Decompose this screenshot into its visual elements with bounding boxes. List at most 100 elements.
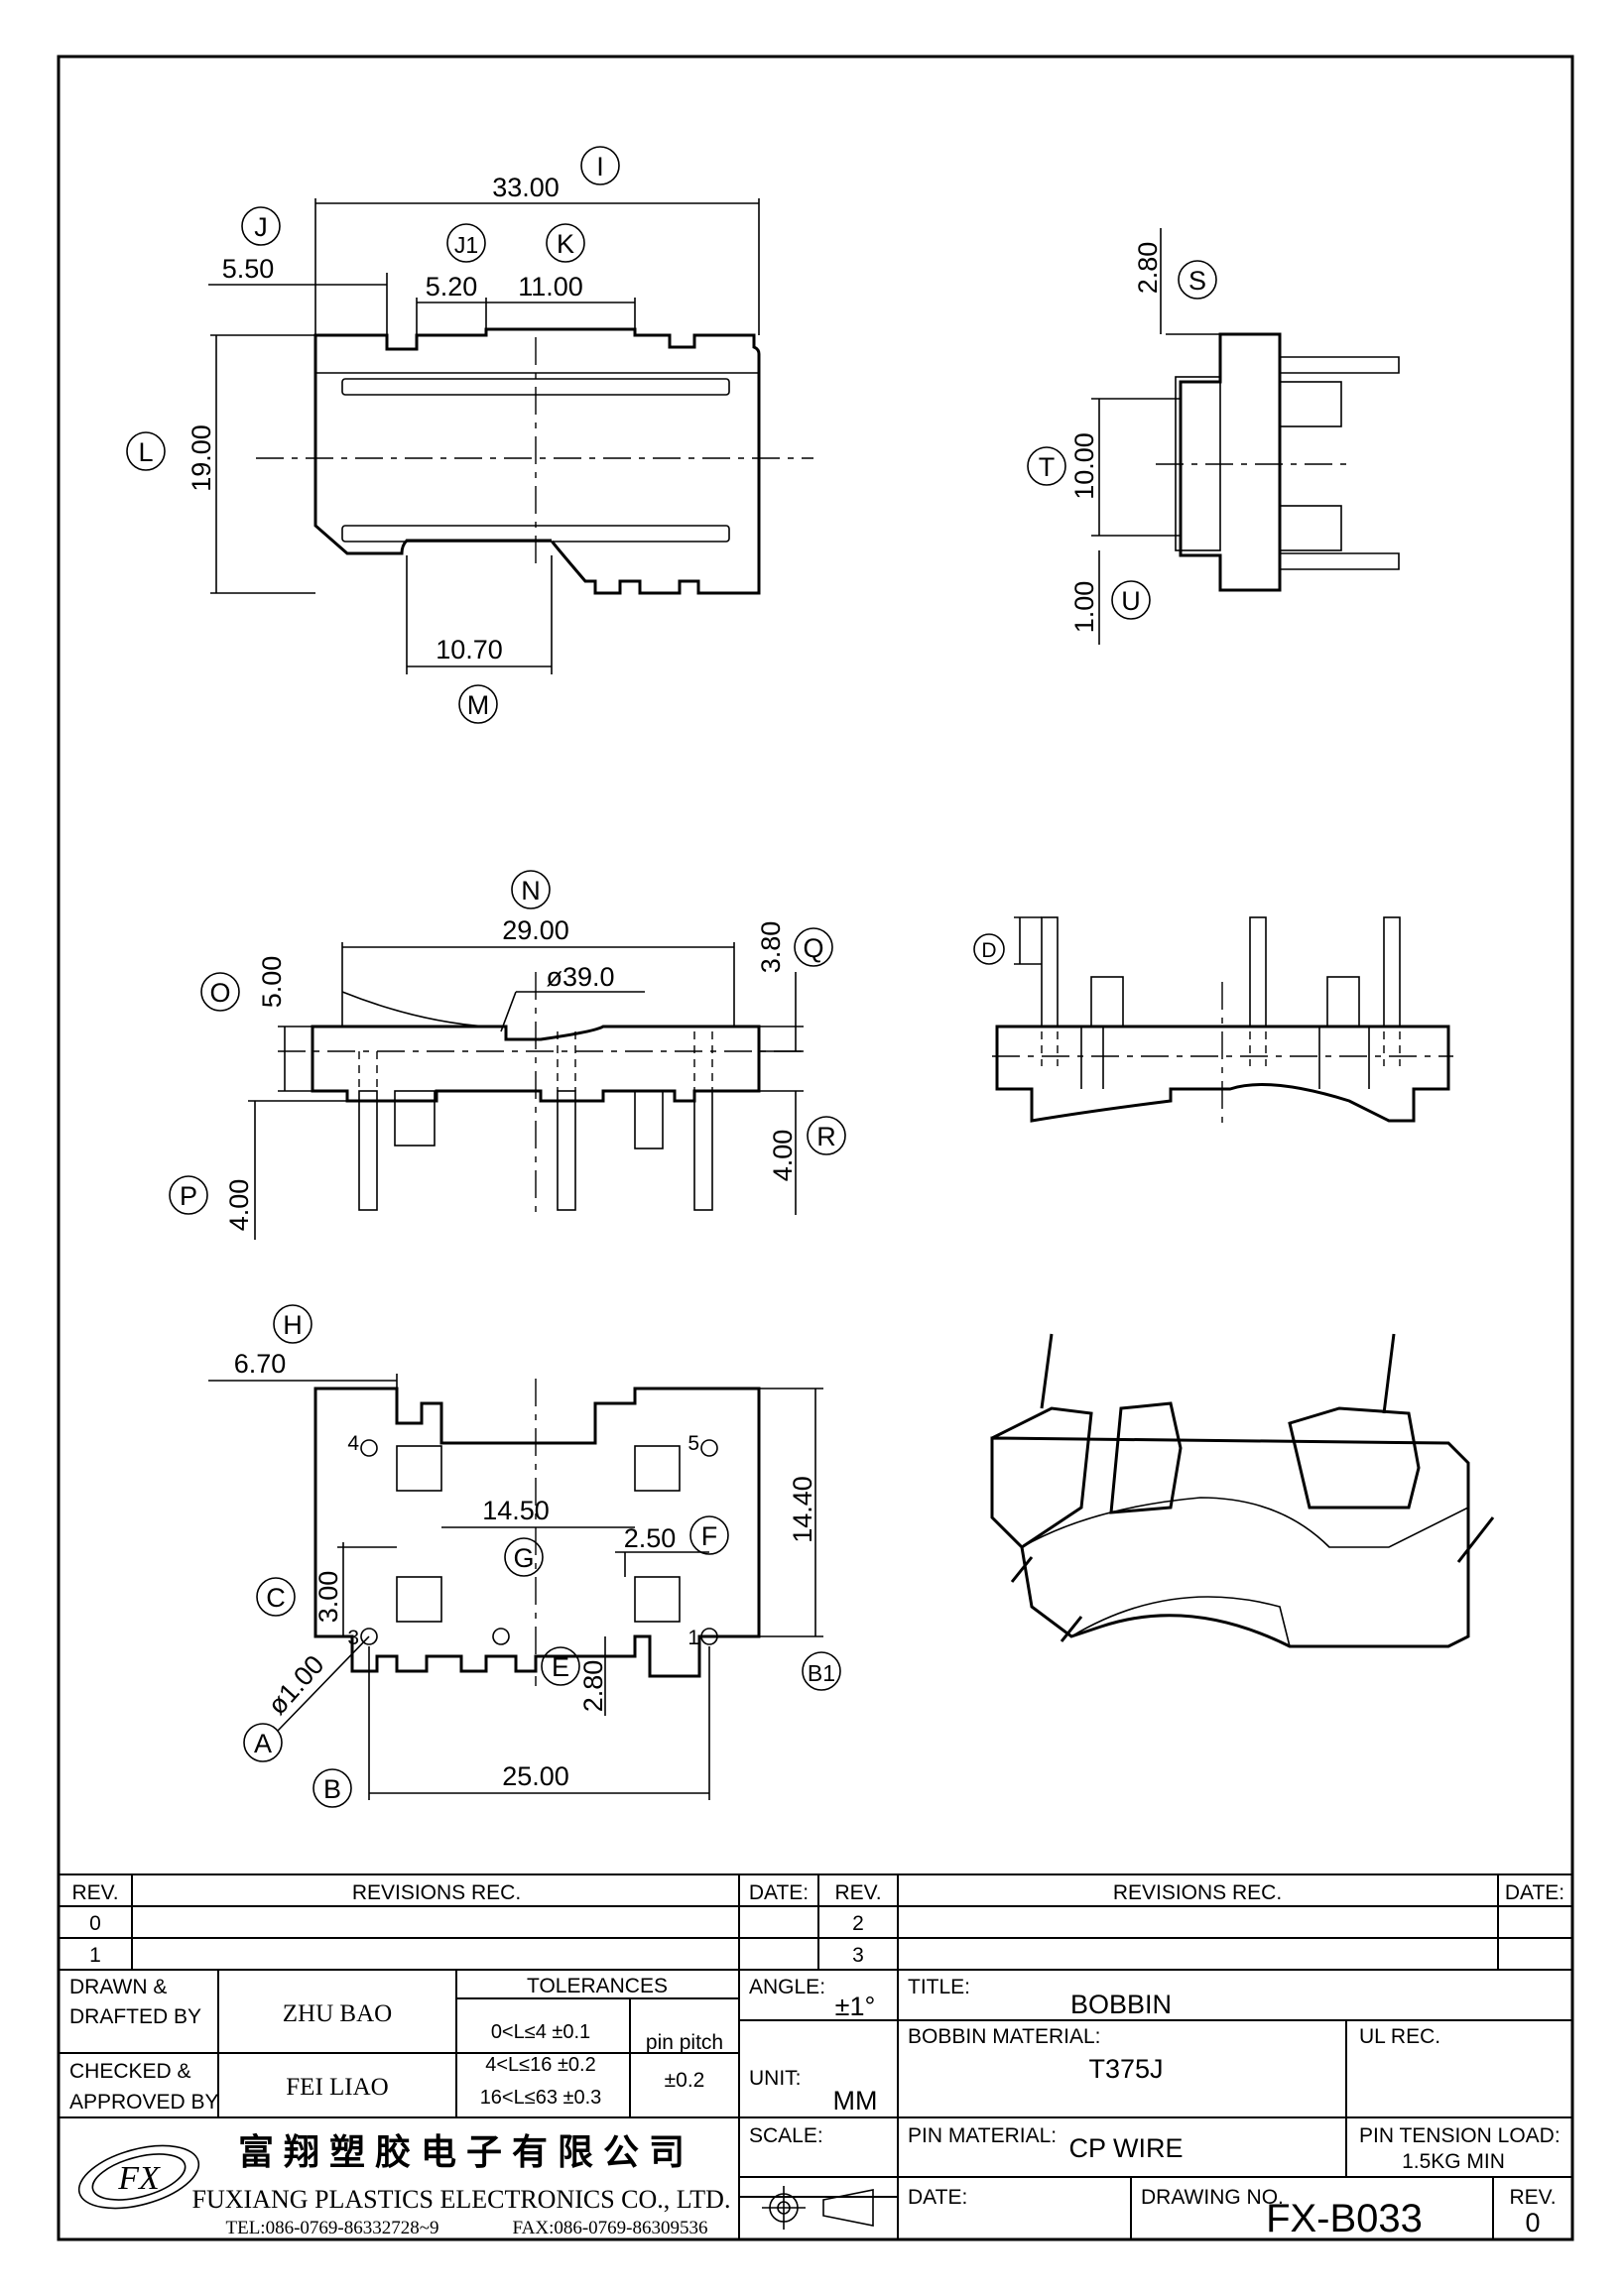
top-view-outline [313,327,761,595]
title-block: REV. REVISIONS REC. DATE: REV. REVISIONS… [59,1873,1572,2240]
callout-M: M [458,684,498,724]
svg-text:B1: B1 [808,1660,835,1686]
dim-R-value: 4.00 [768,1130,798,1182]
tolerance-2: 4<L≤16 ±0.2 [485,2054,595,2076]
iso-pin [1382,1333,1396,1414]
callouts: I J J1 K L M S T U N O Q R P D H F G C E… [126,146,1217,1808]
bottom-view-slot [634,1576,681,1623]
svg-text:G: G [513,1543,534,1573]
company-name-en: FUXIANG PLASTICS ELECTRONICS CO., LTD. [192,2185,731,2214]
svg-text:U: U [1121,586,1141,616]
side-view-standoff-lower [1279,505,1342,551]
side-view-flange [1179,332,1282,592]
rev-bottom-value: 0 [1525,2208,1540,2237]
dim-O-value: 5.00 [257,956,287,1009]
rev-row-2: 2 [852,1912,864,1935]
svg-text:S: S [1188,266,1206,296]
ul-rec-label: UL REC. [1359,2025,1440,2048]
company-fax: FAX:086-0769-86309536 [512,2218,707,2238]
top-view: 33.00 5.50 5.20 11.00 19.00 10.70 [187,173,813,674]
front-view-standoff [634,1090,664,1149]
iso-left-block [991,1406,1093,1549]
bobbin-material-value: T375J [1088,2054,1163,2084]
front-view-pin-right [693,1090,713,1211]
dim-radius-value: ø39.0 [546,962,614,992]
drawing-no-value: FX-B033 [1266,2197,1423,2240]
callout-J1: J1 [446,223,486,263]
svg-text:T: T [1039,452,1056,482]
svg-text:L: L [138,437,153,467]
callout-Q: Q [794,927,833,967]
iso-pin [1456,1516,1495,1563]
date-bottom-label: DATE: [908,2186,967,2209]
pin-number-5: 5 [687,1432,699,1455]
iso-arc [1021,1497,1469,1548]
date-header-right: DATE: [1505,1881,1564,1904]
bottom-view-slot [396,1445,442,1492]
tolerance-1: 0<L≤4 ±0.1 [491,2021,590,2043]
dim-C-value: 3.00 [313,1571,343,1624]
drawing-no-label: DRAWING NO. [1141,2186,1284,2209]
revisions-header-right: REVISIONS REC. [1113,1881,1282,1904]
bottom-view-slot [634,1445,681,1492]
side-view-standoff-upper [1279,381,1342,427]
pin-tension-value: 1.5KG MIN [1402,2150,1505,2173]
pin-hole-4 [360,1439,378,1457]
dim-K-value: 11.00 [518,272,583,302]
rev-row-0: 0 [89,1912,101,1935]
dim-A-value: ø1.00 [262,1649,329,1720]
side-view-mid-post-right [1326,976,1360,1027]
callout-L: L [126,431,166,471]
iso-pin [1010,1556,1034,1583]
svg-text:I: I [596,152,604,181]
checked-label-1: CHECKED & [69,2060,191,2083]
svg-text:C: C [266,1583,286,1613]
pin-material-label: PIN MATERIAL: [908,2124,1057,2147]
dim-B-value: 25.00 [502,1761,569,1791]
front-view-standoff-left [394,1090,436,1147]
isometric-view [990,1333,1495,1648]
callout-U: U [1111,580,1151,620]
callout-G: G [504,1537,544,1577]
title-label: TITLE: [908,1976,970,1998]
callout-E: E [541,1646,580,1686]
rev-row-3: 3 [852,1944,864,1967]
side-view-mid-pin-left [1041,916,1059,1027]
pin-hole-3 [360,1628,378,1645]
dim-T-value: 10.00 [1069,432,1099,500]
callout-T: T [1027,446,1066,486]
pin-pitch-tolerance: ±0.2 [665,2069,705,2092]
bottom-view-slot [396,1576,442,1623]
dim-E-value: 2.80 [578,1660,608,1713]
sheet-border [57,55,1574,2241]
rev-bottom-label: REV. [1509,2186,1556,2209]
svg-text:J1: J1 [454,232,478,258]
svg-text:B: B [323,1774,341,1804]
angle-value: ±1° [835,1992,876,2021]
dim-J-value: 5.50 [222,254,275,284]
dim-L-value: 19.00 [187,424,216,492]
side-view-mid-post-left [1090,976,1124,1027]
side-view-mid-pin-right [1383,916,1401,1027]
callout-F: F [689,1515,729,1555]
projection-symbol-icon [762,2186,874,2230]
rev-header-right: REV. [834,1881,881,1904]
bobbin-material-label: BOBBIN MATERIAL: [908,2025,1101,2048]
side-view-mid-pin-mid [1249,916,1267,1027]
checked-label-2: APPROVED BY [69,2091,219,2114]
pin-number-4: 4 [347,1432,359,1455]
iso-lower-arc [1070,1596,1291,1647]
callout-B1: B1 [802,1651,841,1691]
dim-P-value: 4.00 [224,1179,254,1232]
front-view: 29.00 5.00 3.80 ø39.0 4.00 4.00 [224,915,804,1240]
tolerance-3: 16<L≤63 ±0.3 [480,2087,602,2109]
iso-left-cube [1109,1401,1183,1514]
dim-H-value: 6.70 [234,1349,287,1379]
drawn-label-2: DRAFTED BY [69,2005,201,2028]
callout-S: S [1178,260,1217,300]
drawn-label-1: DRAWN & [69,1976,167,1998]
svg-text:D: D [981,939,996,962]
svg-text:M: M [467,690,490,720]
leader-radius [500,991,517,1032]
drawn-by-value: ZHU BAO [283,2000,392,2027]
